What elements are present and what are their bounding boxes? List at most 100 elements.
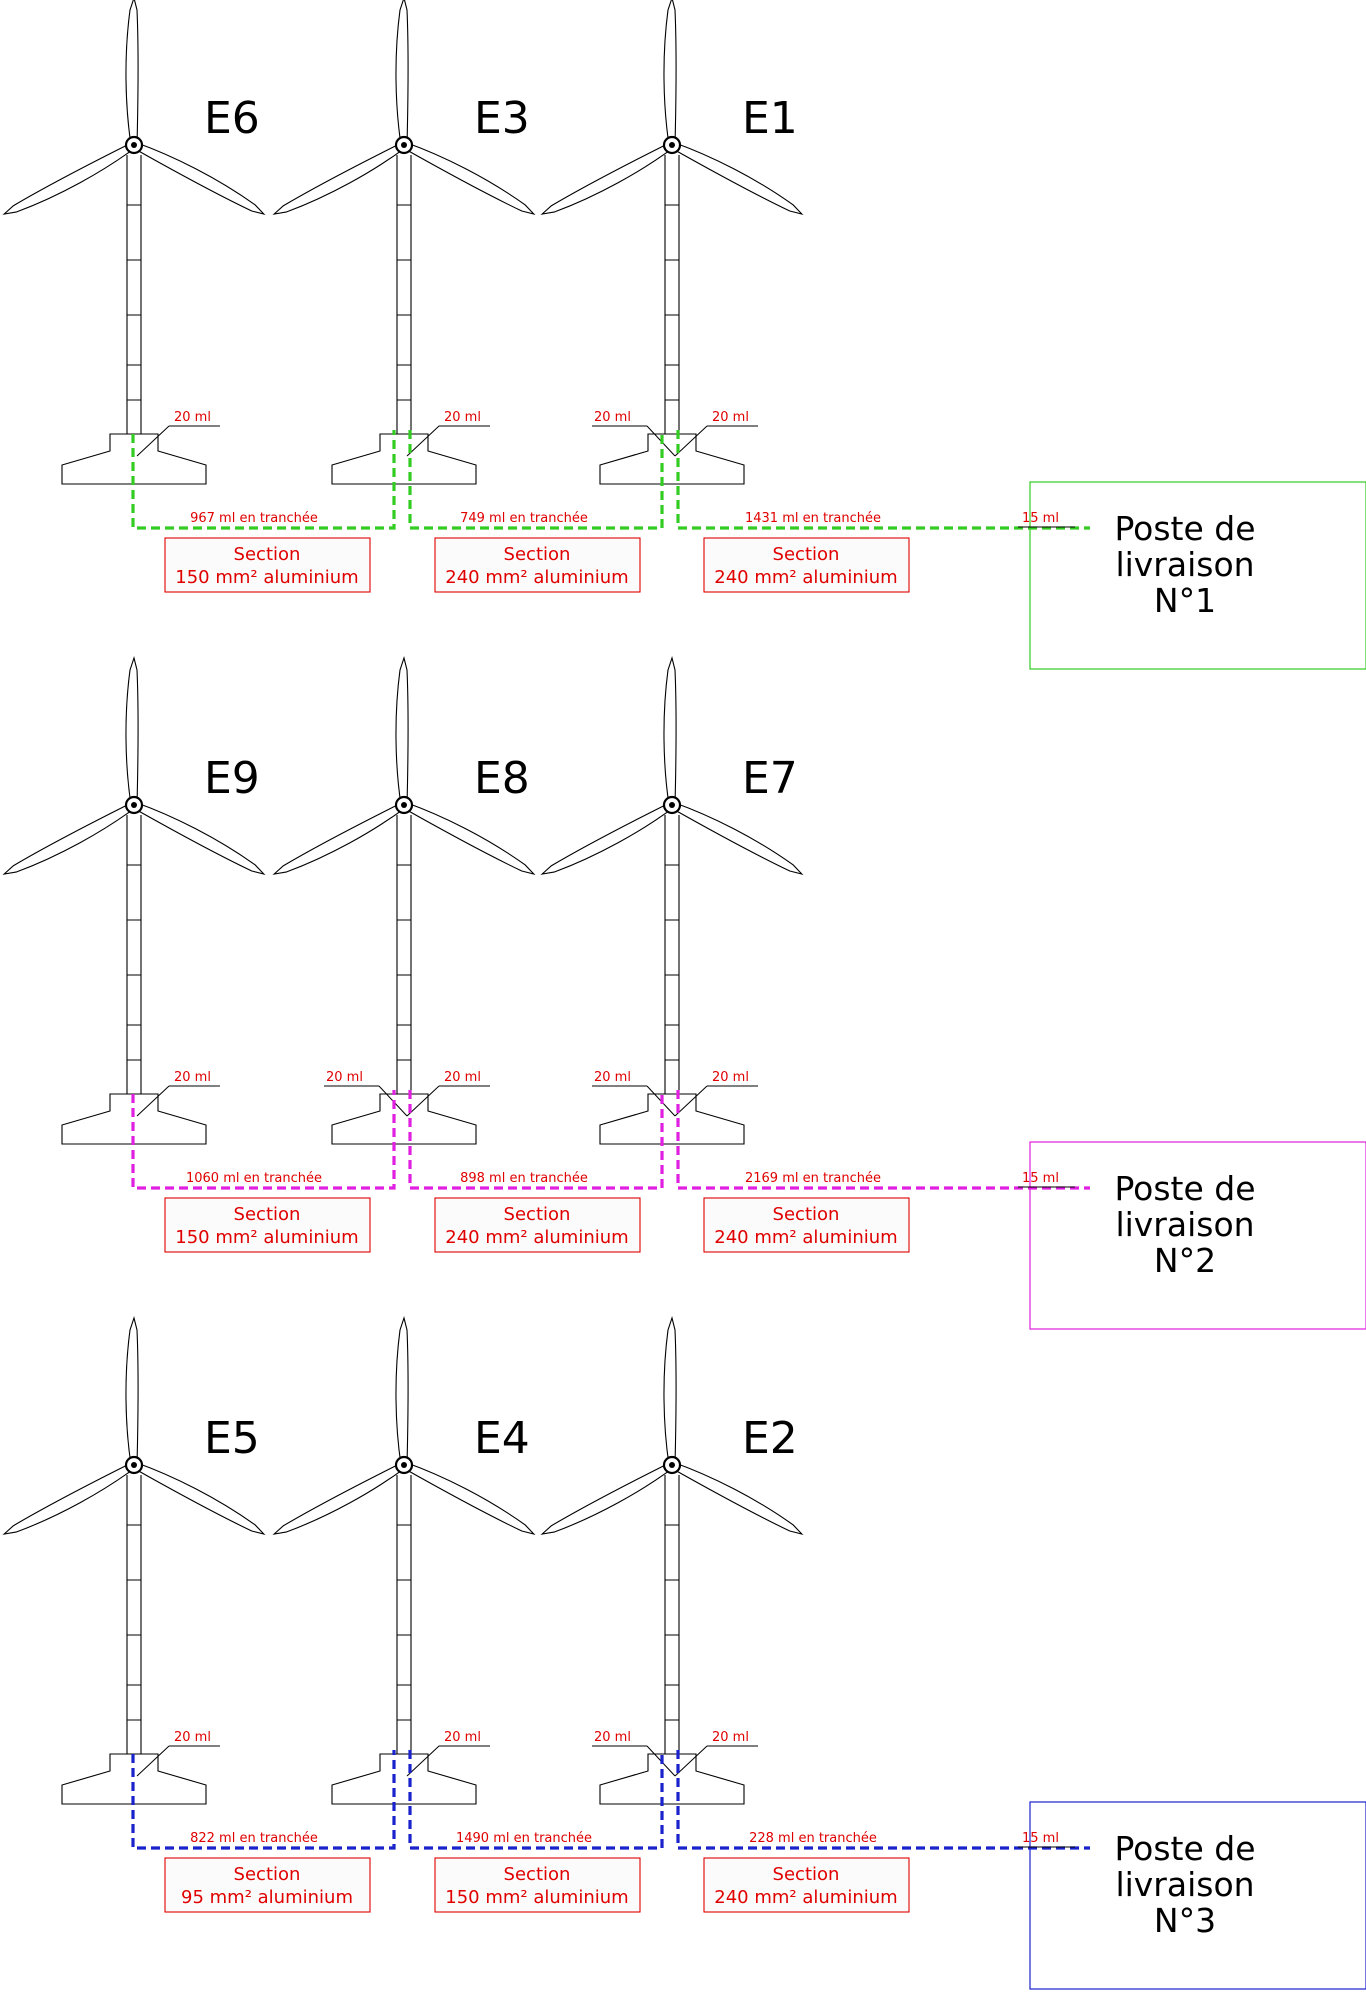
cable-length-label: 20 ml xyxy=(712,1070,749,1085)
section-title: Section xyxy=(504,544,571,565)
trench-length-label: 2169 ml en tranchée xyxy=(745,1171,881,1186)
section-spec: 150 mm² aluminium xyxy=(175,567,358,588)
turbine-e6: E6 20 ml xyxy=(2,0,266,485)
trench-length-label: 967 ml en tranchée xyxy=(190,511,318,526)
section-box-frame xyxy=(164,1857,371,1913)
turbine-e9: E9 20 ml xyxy=(2,656,266,1145)
cable-run xyxy=(408,1090,664,1190)
rotor-blade xyxy=(669,1461,804,1536)
turbine-label: E9 xyxy=(204,753,260,804)
turbine-foundation xyxy=(61,1093,207,1145)
section-box-frame xyxy=(434,1197,641,1253)
rotor-blade xyxy=(125,656,139,806)
cable-length-label: 20 ml xyxy=(174,410,211,425)
section-box-frame xyxy=(703,1857,910,1913)
rotor-blade xyxy=(401,1461,536,1536)
section-title: Section xyxy=(504,1864,571,1885)
cable-length-label: 20 ml xyxy=(444,410,481,425)
cable-length-label: 20 ml xyxy=(174,1070,211,1085)
station-name-line: Poste de xyxy=(1114,1169,1255,1208)
section-box-frame xyxy=(434,537,641,593)
section-spec: 240 mm² aluminium xyxy=(714,567,897,588)
rotor-blade xyxy=(125,0,139,146)
rotor-blade xyxy=(669,801,804,876)
delivery-station-frame xyxy=(1029,481,1366,670)
turbine-foundation xyxy=(599,433,745,485)
rotor-blade xyxy=(131,141,266,216)
station-name-line: N°1 xyxy=(1154,581,1216,620)
section-spec: 240 mm² aluminium xyxy=(445,567,628,588)
label-leader xyxy=(406,425,440,457)
cable-length-label: 20 ml xyxy=(712,1730,749,1745)
section-spec: 150 mm² aluminium xyxy=(445,1887,628,1908)
station-name-line: livraison xyxy=(1115,1865,1254,1904)
label-leader xyxy=(136,425,170,457)
rotor-hub-center xyxy=(669,1462,675,1468)
section-title: Section xyxy=(234,1204,301,1225)
cable-length-label: 20 ml xyxy=(594,1730,631,1745)
rotor-blade xyxy=(395,1316,409,1466)
station-cable-length-label: 15 ml xyxy=(1022,1171,1059,1186)
section-spec: 150 mm² aluminium xyxy=(175,1227,358,1248)
trench-length-label: 822 ml en tranchée xyxy=(190,1831,318,1846)
rotor-blade xyxy=(540,141,675,215)
cable-length-label: 20 ml xyxy=(712,410,749,425)
section-title: Section xyxy=(773,1864,840,1885)
cable-length-label: 20 ml xyxy=(444,1070,481,1085)
rotor-blade xyxy=(131,1461,266,1536)
rotor-blade xyxy=(395,0,409,146)
label-leader xyxy=(136,1085,170,1117)
rotor-blade xyxy=(272,1461,407,1535)
turbine-foundation xyxy=(61,433,207,485)
turbine-foundation xyxy=(599,1753,745,1805)
station-cable-length-label: 15 ml xyxy=(1022,1831,1059,1846)
trench-length-label: 898 ml en tranchée xyxy=(460,1171,588,1186)
turbine-label: E5 xyxy=(204,1413,260,1464)
cable-run xyxy=(131,430,396,530)
cable-run xyxy=(408,430,664,530)
rotor-hub-center xyxy=(131,142,137,148)
turbine-foundation xyxy=(599,1093,745,1145)
station-name-line: livraison xyxy=(1115,545,1254,584)
cable-length-label: 20 ml xyxy=(594,1070,631,1085)
rotor-blade xyxy=(131,801,266,876)
turbine-label: E4 xyxy=(474,1413,530,1464)
section-box-frame xyxy=(164,537,371,593)
rotor-blade xyxy=(272,801,407,875)
section-spec: 240 mm² aluminium xyxy=(445,1227,628,1248)
rotor-blade xyxy=(540,801,675,875)
rotor-hub-center xyxy=(131,802,137,808)
rotor-blade xyxy=(2,801,137,875)
rotor-blade xyxy=(663,1316,677,1466)
station-name-line: N°2 xyxy=(1154,1241,1216,1280)
cable-length-label: 20 ml xyxy=(174,1730,211,1745)
section-spec: 240 mm² aluminium xyxy=(714,1887,897,1908)
rotor-blade xyxy=(663,0,677,146)
delivery-station-frame xyxy=(1029,1801,1366,1990)
rotor-blade xyxy=(2,141,137,215)
turbine-label: E2 xyxy=(742,1413,798,1464)
turbine-foundation xyxy=(61,1753,207,1805)
section-box-frame xyxy=(703,1197,910,1253)
turbine-label: E6 xyxy=(204,93,260,144)
section-title: Section xyxy=(504,1204,571,1225)
station-name-line: N°3 xyxy=(1154,1901,1216,1940)
rotor-blade xyxy=(401,141,536,216)
turbine-label: E1 xyxy=(742,93,798,144)
rotor-blade xyxy=(2,1461,137,1535)
trench-length-label: 1490 ml en tranchée xyxy=(456,1831,592,1846)
station-name-line: Poste de xyxy=(1114,509,1255,548)
label-leader xyxy=(136,1745,170,1777)
rotor-hub-center xyxy=(401,1462,407,1468)
